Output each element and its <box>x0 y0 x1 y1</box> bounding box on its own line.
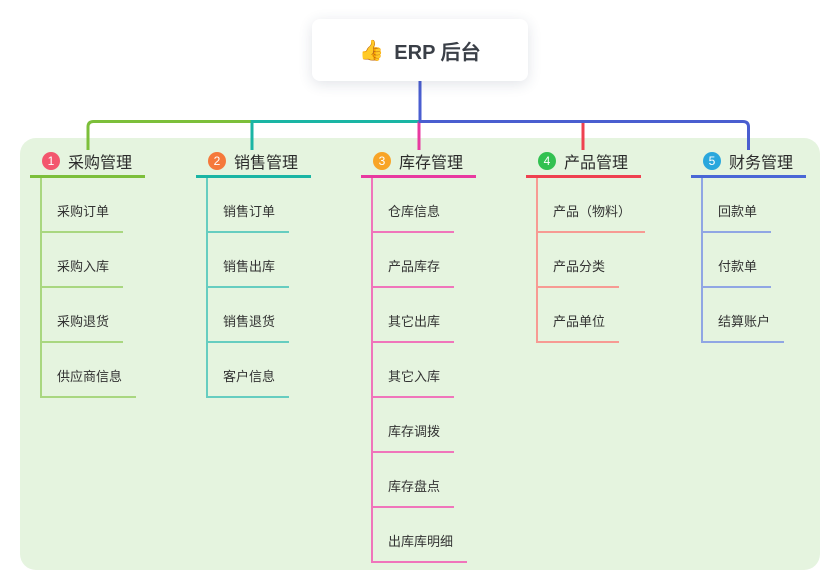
branch-label: 库存管理 <box>399 155 464 172</box>
child-topic[interactable]: 采购入库 <box>42 233 124 288</box>
branch-product-mgmt: 4 产品管理 产品（物料） 产品分类 产品单位 <box>526 147 646 343</box>
child-topic[interactable]: 产品单位 <box>538 288 620 343</box>
child-topic[interactable]: 其它出库 <box>373 288 455 343</box>
badge-5: 5 <box>703 152 721 170</box>
child-topic[interactable]: 客户信息 <box>208 343 290 398</box>
branch-header-product[interactable]: 4 产品管理 <box>526 147 641 178</box>
badge-3: 3 <box>373 152 391 170</box>
child-topic[interactable]: 付款单 <box>703 233 772 288</box>
thumbs-up-icon: 👍 <box>359 39 385 62</box>
root-node[interactable]: 👍 ERP 后台 <box>312 19 528 81</box>
child-topic[interactable]: 库存调拨 <box>373 398 455 453</box>
branches-panel <box>20 138 820 570</box>
branch-children: 采购订单 采购入库 采购退货 供应商信息 <box>40 178 137 398</box>
child-topic[interactable]: 仓库信息 <box>373 178 455 233</box>
child-topic[interactable]: 回款单 <box>703 178 772 233</box>
branch-finance-mgmt: 5 财务管理 回款单 付款单 结算账户 <box>691 147 806 343</box>
child-topic[interactable]: 其它入库 <box>373 343 455 398</box>
branch-purchase-mgmt: 1 采购管理 采购订单 采购入库 采购退货 供应商信息 <box>30 147 145 398</box>
branch-label: 采购管理 <box>68 155 133 172</box>
branch-children: 销售订单 销售出库 销售退货 客户信息 <box>206 178 290 398</box>
root-node-label: ERP 后台 <box>394 41 481 64</box>
branch-label: 产品管理 <box>564 155 629 172</box>
child-topic[interactable]: 产品分类 <box>538 233 620 288</box>
child-topic[interactable]: 供应商信息 <box>42 343 137 398</box>
child-topic[interactable]: 结算账户 <box>703 288 785 343</box>
child-topic[interactable]: 出库库明细 <box>373 508 468 563</box>
branch-header-sales[interactable]: 2 销售管理 <box>196 147 311 178</box>
badge-1: 1 <box>42 152 60 170</box>
child-topic[interactable]: 销售出库 <box>208 233 290 288</box>
branch-children: 仓库信息 产品库存 其它出库 其它入库 库存调拨 库存盘点 出库库明细 <box>371 178 468 563</box>
child-topic[interactable]: 销售退货 <box>208 288 290 343</box>
branch-children: 产品（物料） 产品分类 产品单位 <box>536 178 646 343</box>
badge-4: 4 <box>538 152 556 170</box>
branch-sales-mgmt: 2 销售管理 销售订单 销售出库 销售退货 客户信息 <box>196 147 311 398</box>
child-topic[interactable]: 采购退货 <box>42 288 124 343</box>
branch-inventory-mgmt: 3 库存管理 仓库信息 产品库存 其它出库 其它入库 库存调拨 库存盘点 出库库… <box>361 147 476 563</box>
child-topic[interactable]: 销售订单 <box>208 178 290 233</box>
branch-children: 回款单 付款单 结算账户 <box>701 178 785 343</box>
child-topic[interactable]: 产品（物料） <box>538 178 646 233</box>
badge-2: 2 <box>208 152 226 170</box>
child-topic[interactable]: 产品库存 <box>373 233 455 288</box>
branch-label: 财务管理 <box>729 155 794 172</box>
branch-header-inventory[interactable]: 3 库存管理 <box>361 147 476 178</box>
branch-header-purchase[interactable]: 1 采购管理 <box>30 147 145 178</box>
child-topic[interactable]: 采购订单 <box>42 178 124 233</box>
branch-label: 销售管理 <box>234 155 299 172</box>
branch-header-finance[interactable]: 5 财务管理 <box>691 147 806 178</box>
child-topic[interactable]: 库存盘点 <box>373 453 455 508</box>
